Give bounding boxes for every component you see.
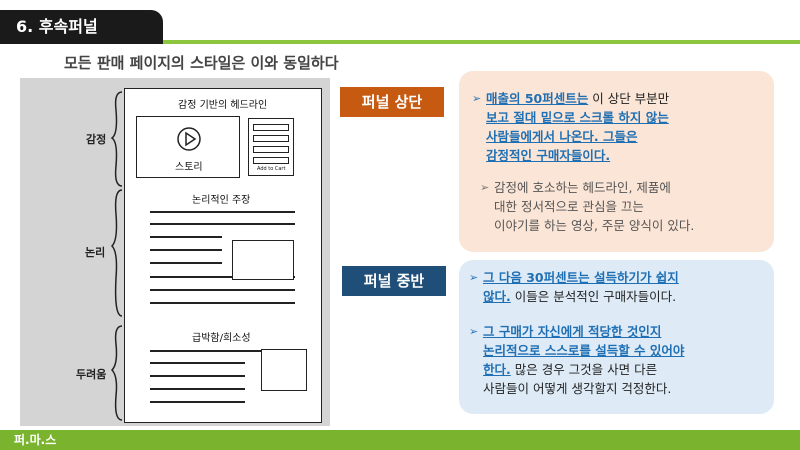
wireframe-text-line bbox=[150, 375, 245, 377]
wireframe-text-line bbox=[150, 236, 222, 238]
wireframe-text-line bbox=[150, 388, 245, 390]
arrow-bullet-icon: ➢ bbox=[469, 325, 479, 338]
wireframe-urgency: 급박함/희소성 bbox=[192, 333, 251, 344]
wireframe-image-box bbox=[261, 349, 307, 391]
page-title: 6. 후속퍼널 bbox=[0, 10, 163, 44]
top-bar bbox=[0, 0, 800, 44]
wireframe-story-label: 스토리 bbox=[175, 162, 203, 173]
side-label-emotion: 감정 bbox=[86, 133, 107, 146]
arrow-bullet-icon: ➢ bbox=[469, 271, 479, 284]
subtitle: 모든 판매 페이지의 스타일은 이와 동일하다 bbox=[64, 54, 339, 72]
wireframe-form-field bbox=[253, 135, 289, 142]
wireframe-text-line bbox=[150, 223, 295, 225]
funnel-middle-bullet-2: ➢ 그 구매가 자신에게 적당한 것인지 논리적으로 스스로를 설득할 수 있어… bbox=[469, 324, 685, 396]
funnel-top-tag: 퍼널 상단 bbox=[340, 87, 444, 117]
wireframe-image-box bbox=[232, 240, 294, 280]
funnel-top-panel bbox=[459, 71, 774, 252]
wireframe-text-line bbox=[150, 276, 295, 278]
wireframe-text-line bbox=[150, 249, 222, 251]
side-label-logic: 논리 bbox=[85, 246, 106, 259]
wireframe-text-line bbox=[150, 350, 295, 352]
funnel-top-bullet-1: ➢ 매출의 50퍼센트는 이 상단 부분만 보고 절대 밑으로 스크롤 하지 않… bbox=[472, 91, 670, 163]
side-label-fear: 두려움 bbox=[76, 368, 107, 381]
funnel-middle-panel bbox=[459, 260, 774, 414]
wireframe-form-field bbox=[253, 157, 289, 164]
wireframe-add-to-cart: Add to Cart bbox=[257, 166, 286, 172]
arrow-bullet-icon: ➢ bbox=[472, 92, 482, 105]
wireframe-logic-claim: 논리적인 주장 bbox=[192, 195, 251, 206]
wireframe-form-field bbox=[253, 146, 289, 153]
wireframe-text-line bbox=[150, 211, 295, 213]
wireframe-text-line bbox=[150, 262, 222, 264]
arrow-bullet-icon: ➢ bbox=[480, 181, 490, 194]
footer-logo: 퍼.마.스 bbox=[14, 433, 57, 447]
wireframe-form-field bbox=[253, 124, 289, 131]
wireframe-text-line bbox=[150, 401, 245, 403]
wireframe-headline: 감정 기반의 헤드라인 bbox=[178, 100, 268, 111]
wireframe-text-line bbox=[150, 289, 295, 291]
wireframe-video-box bbox=[136, 116, 240, 178]
wireframe-text-line bbox=[150, 302, 295, 304]
play-icon bbox=[177, 127, 201, 151]
funnel-middle-tag: 퍼널 중반 bbox=[342, 266, 446, 296]
wireframe-text-line bbox=[150, 362, 245, 364]
funnel-middle-bullet-1: ➢ 그 다음 30퍼센트는 설득하기가 쉽지 않다. 이들은 분석적인 구매자들… bbox=[469, 270, 679, 304]
brace-icon bbox=[110, 91, 123, 421]
funnel-top-bullet-2: ➢ 감정에 호소하는 헤드라인, 제품에 대한 정서적으로 관심을 끄는 이야기… bbox=[480, 180, 695, 233]
footer-bar: 퍼.마.스 bbox=[0, 430, 800, 450]
